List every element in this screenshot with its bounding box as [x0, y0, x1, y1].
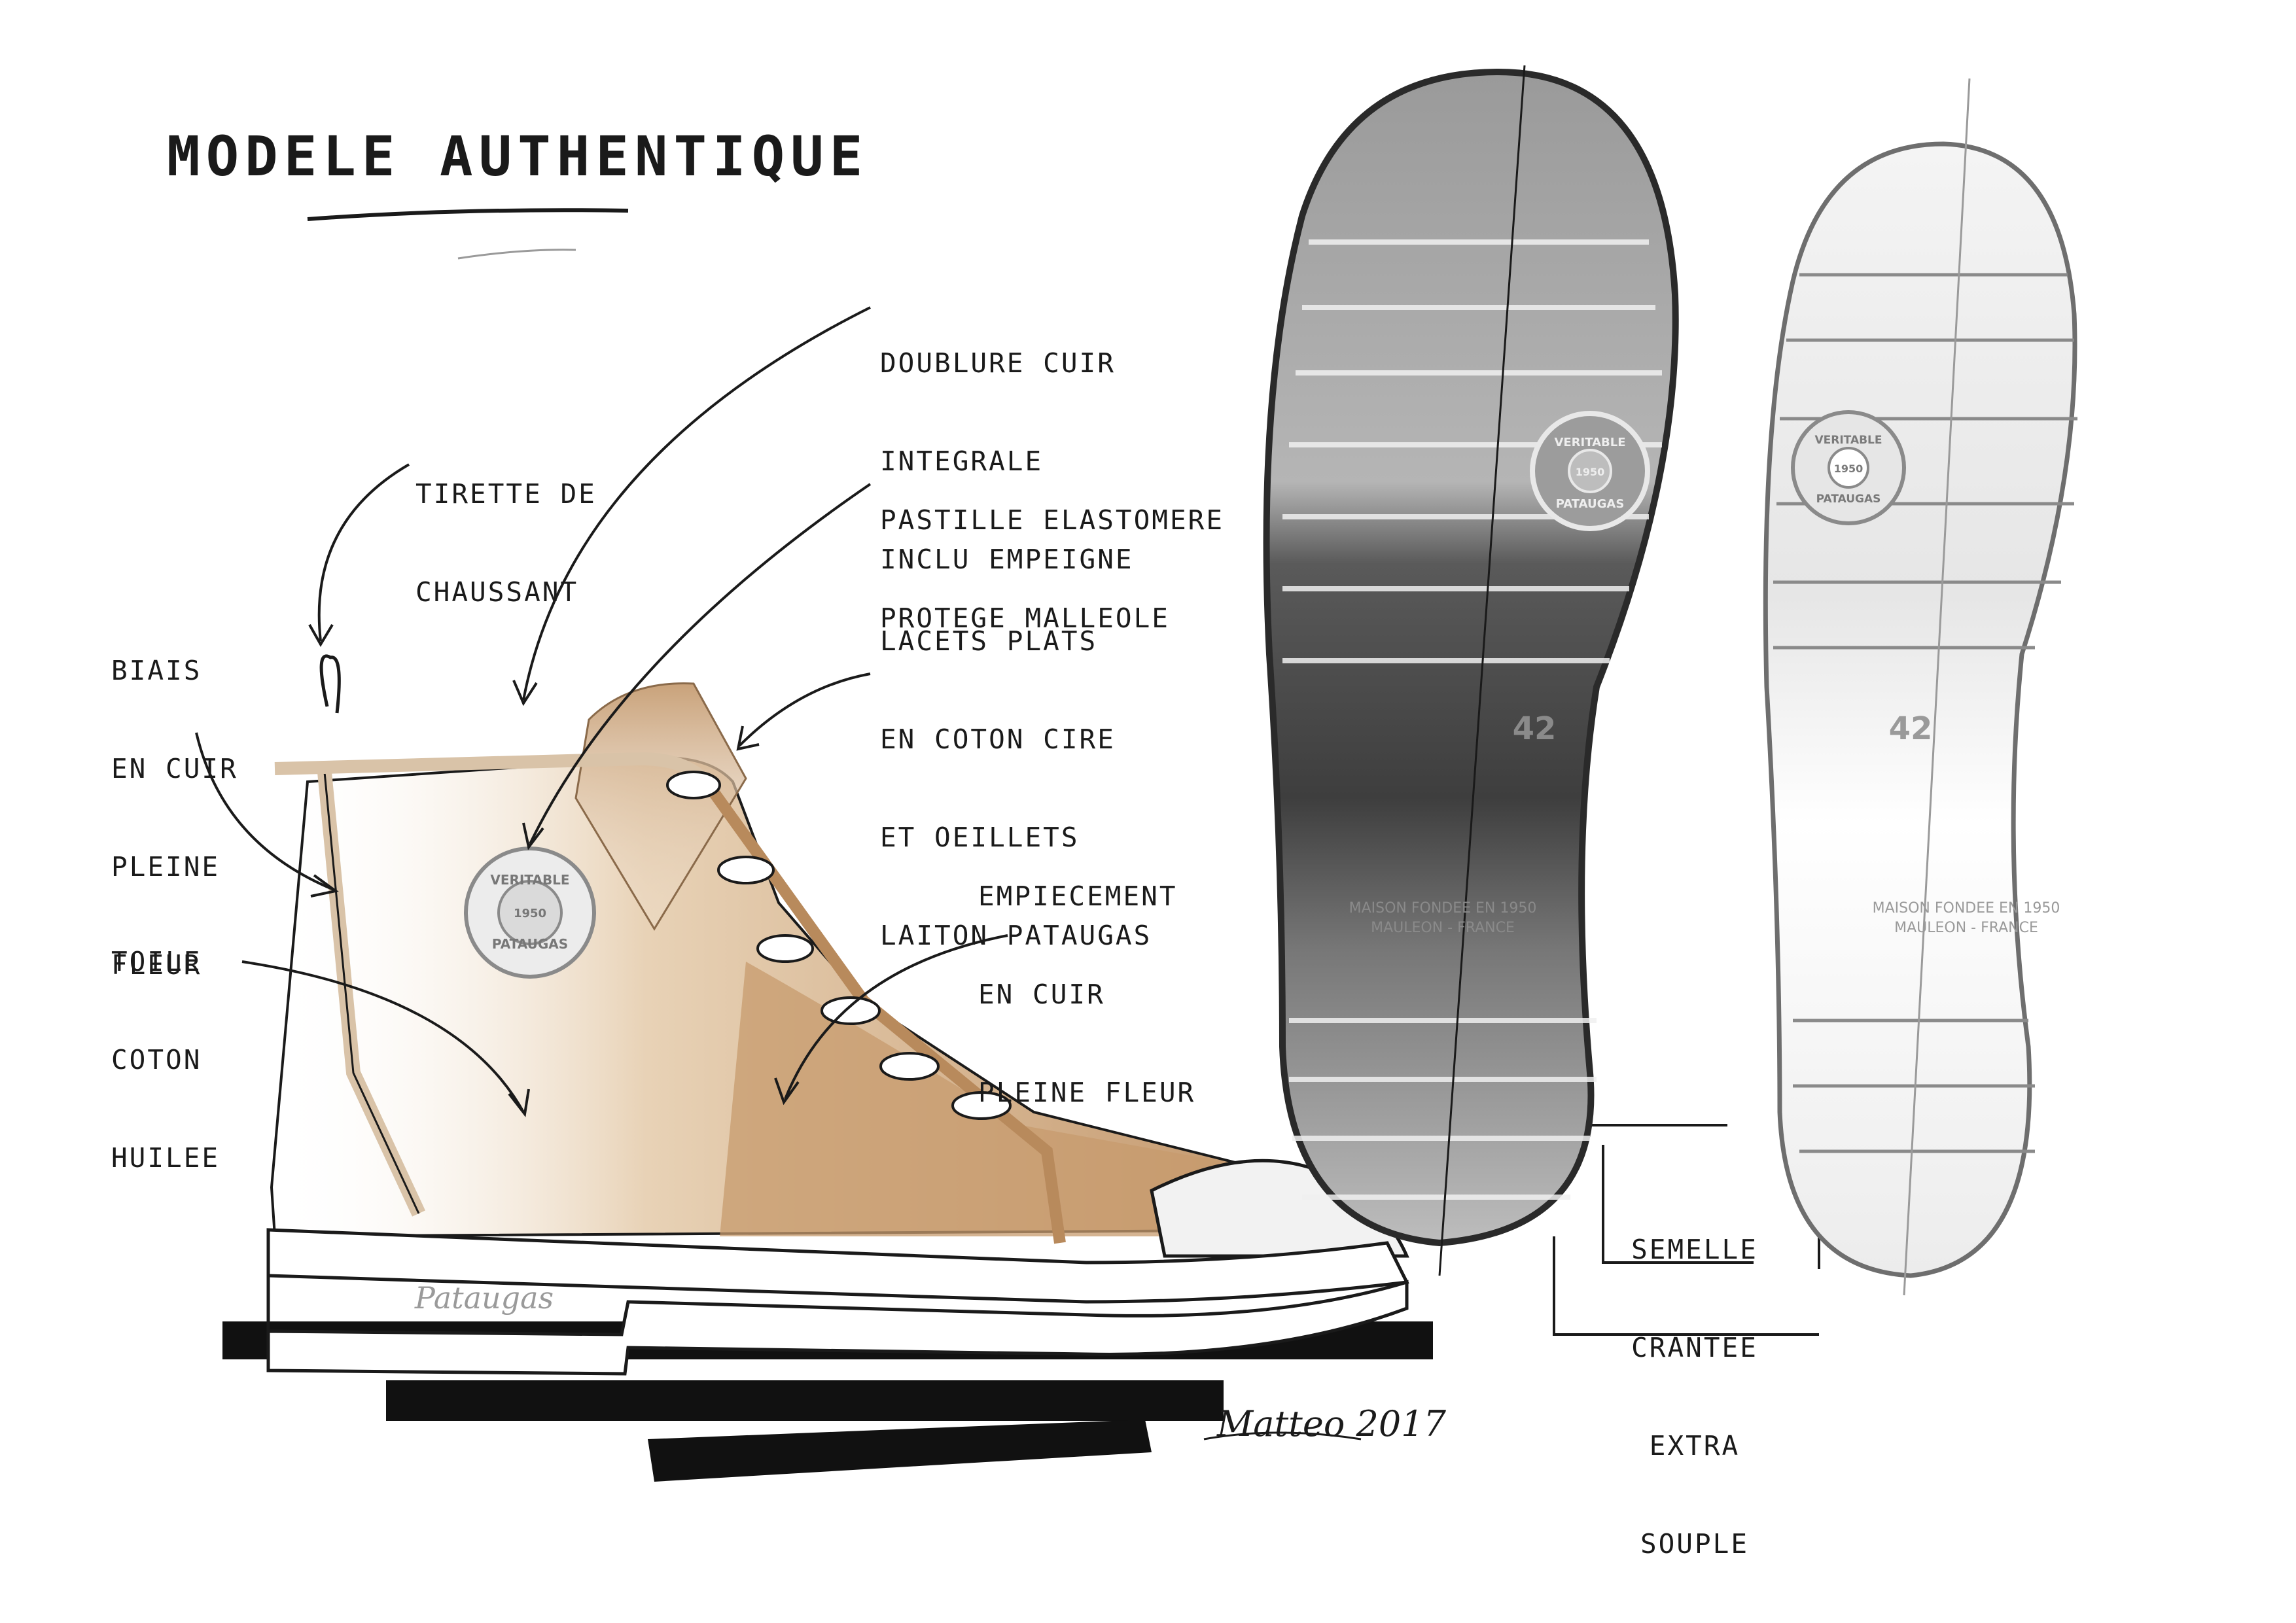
- laces: [666, 771, 1012, 1120]
- boot-tongue: [574, 682, 747, 931]
- sole-brand-script: Pataugas: [414, 1280, 554, 1316]
- callout-line: EMPIECEMENT: [978, 881, 1178, 912]
- title-underline-faint: [457, 249, 576, 260]
- title-underline: [307, 208, 629, 221]
- badge-top-text: VERITABLE: [490, 872, 569, 888]
- badge-center: [497, 880, 563, 945]
- callout-line: PROTEGE MALLEOLE: [880, 602, 1170, 634]
- sole-light-imprint-1: MAISON FONDEE EN 1950: [1873, 900, 2060, 916]
- lacing-strip: [708, 788, 1066, 1244]
- callout-line: INCLU EMPEIGNE: [880, 544, 1134, 575]
- sole-dark-imprint-2: MAULEON - FRANCE: [1371, 920, 1515, 936]
- outsole-dark-lugs: [1282, 239, 1662, 1200]
- callout-line: CHAUSSANT: [415, 576, 579, 608]
- callout-line: PLEINE FLEUR: [978, 1077, 1196, 1108]
- callout-biais: BIAIS EN CUIR PLEINE FLEUR: [111, 589, 238, 1014]
- sole-light-badge-center: [1828, 447, 1869, 489]
- callout-semelle: SEMELLE CRANTEE EXTRA SOUPLE: [1616, 1168, 1773, 1593]
- ankle-badge: VERITABLE 1950 PATAUGAS: [464, 846, 596, 979]
- callout-line: BIAIS: [111, 655, 202, 686]
- designer-signature: Matteo 2017: [1216, 1403, 1447, 1444]
- callout-empiecement: EMPIECEMENT EN CUIR PLEINE FLEUR: [978, 814, 1195, 1142]
- ground-shadow-2: [386, 1380, 1224, 1421]
- eyelet-lace: [756, 934, 814, 963]
- heel-binding-outline: [323, 765, 420, 1214]
- sole-dark-badge-center: [1568, 449, 1612, 493]
- eyelet-lace: [951, 1091, 1012, 1120]
- arrow-doublure-head: [512, 680, 538, 707]
- outsole-light-view: VERITABLE 1950 PATAUGAS 42 MAISON FONDEE…: [1763, 78, 2077, 1296]
- page-title: MODELE AUTHENTIQUE: [167, 124, 869, 188]
- heel-pull-tab: [319, 654, 341, 714]
- callout-line: TOILE: [111, 946, 202, 977]
- callout-line: DOUBLURE CUIR: [880, 347, 1116, 379]
- eyelet-lace: [879, 1052, 940, 1081]
- arrow-biais: [195, 732, 334, 891]
- callout-line: INTEGRALE: [880, 445, 1044, 477]
- sole-dark-badge-bottom: PATAUGAS: [1556, 497, 1625, 511]
- arrow-lacets-head: [736, 725, 760, 751]
- callout-lacets: LACETS PLATS EN COTON CIRE ET OEILLETS L…: [880, 559, 1152, 985]
- callout-line: SEMELLE: [1631, 1234, 1758, 1265]
- arrow-pastille: [529, 483, 872, 845]
- arrow-empiecement: [784, 934, 1008, 1100]
- callout-line: ET OEILLETS: [880, 822, 1080, 853]
- callout-pastille: PASTILLE ELASTOMERE PROTEGE MALLEOLE: [880, 438, 1224, 667]
- callout-arrows: [195, 306, 1820, 1336]
- arrow-lacets: [738, 672, 871, 747]
- callout-line: HUILEE: [111, 1142, 221, 1174]
- eyelet-lace: [821, 996, 881, 1025]
- sole-centerline: [1438, 65, 1526, 1276]
- sole-light-imprint-2: MAULEON - FRANCE: [1894, 920, 2038, 936]
- arrow-toile-head: [508, 1089, 530, 1117]
- callout-line: LACETS PLATS: [880, 625, 1098, 657]
- outsole-light-shape: [1763, 141, 2077, 1278]
- arrow-biais-head: [310, 874, 339, 898]
- sole-dark-imprint-1: MAISON FONDEE EN 1950: [1349, 900, 1537, 916]
- sole-dark-size: 42: [1513, 710, 1557, 747]
- sole-light-badge-top: VERITABLE: [1814, 434, 1882, 447]
- callout-line: EN COTON CIRE: [880, 724, 1116, 755]
- arrow-doublure: [522, 306, 871, 701]
- boot-vamp-leather: [720, 962, 1302, 1236]
- sole-light-badge-year: 1950: [1834, 462, 1863, 475]
- boot-illustration: VERITABLE 1950 PATAUGAS Pataugas: [222, 654, 1433, 1482]
- callout-line: EN CUIR: [111, 753, 238, 784]
- outsole-dark-view: VERITABLE 1950 PATAUGAS 42 MAISON FONDEE…: [1263, 65, 1679, 1276]
- arrow-tirette-head: [308, 623, 334, 647]
- eyelet-lace: [666, 771, 721, 799]
- callout-line: COTON: [111, 1044, 202, 1075]
- arrow-empiecement-head: [774, 1077, 800, 1106]
- callout-line: EN CUIR: [978, 979, 1105, 1010]
- callout-line: EXTRA: [1649, 1430, 1740, 1461]
- outsole-dark-shape: [1263, 68, 1679, 1247]
- sole-light-centerline: [1903, 78, 1971, 1296]
- callout-line: FLEUR: [111, 949, 202, 981]
- badge-bottom-text: PATAUGAS: [492, 936, 568, 952]
- eyelet-lace: [717, 856, 775, 884]
- callout-line: PASTILLE ELASTOMERE: [880, 504, 1224, 536]
- callout-toile: TOILE COTON HUILEE: [111, 880, 220, 1207]
- callout-line: CRANTEE: [1631, 1332, 1758, 1363]
- sole-dark-badge-year: 1950: [1576, 466, 1605, 478]
- arrow-tirette: [317, 463, 410, 642]
- bracket-semelle: [1587, 1124, 1754, 1264]
- arrow-pastille-head: [522, 822, 544, 850]
- callout-line: SOUPLE: [1640, 1528, 1750, 1560]
- callout-tirette: TIRETTE DE CHAUSSANT: [415, 412, 597, 641]
- outsole: [266, 1276, 1409, 1376]
- ground-shadow-3: [648, 1420, 1152, 1482]
- callout-doublure: DOUBLURE CUIR INTEGRALE INCLU EMPEIGNE: [880, 281, 1134, 608]
- signature-underline: [1203, 1431, 1362, 1440]
- callout-line: PLEINE: [111, 851, 221, 882]
- sole-dark-badge-top: VERITABLE: [1554, 436, 1625, 449]
- sole-light-size: 42: [1889, 710, 1933, 747]
- callout-line: TIRETTE DE: [415, 478, 597, 510]
- callout-line: LAITON PATAUGAS: [880, 920, 1152, 951]
- badge-year-text: 1950: [514, 907, 546, 920]
- sole-light-badge-bottom: PATAUGAS: [1816, 493, 1881, 506]
- arrow-toile: [241, 960, 525, 1113]
